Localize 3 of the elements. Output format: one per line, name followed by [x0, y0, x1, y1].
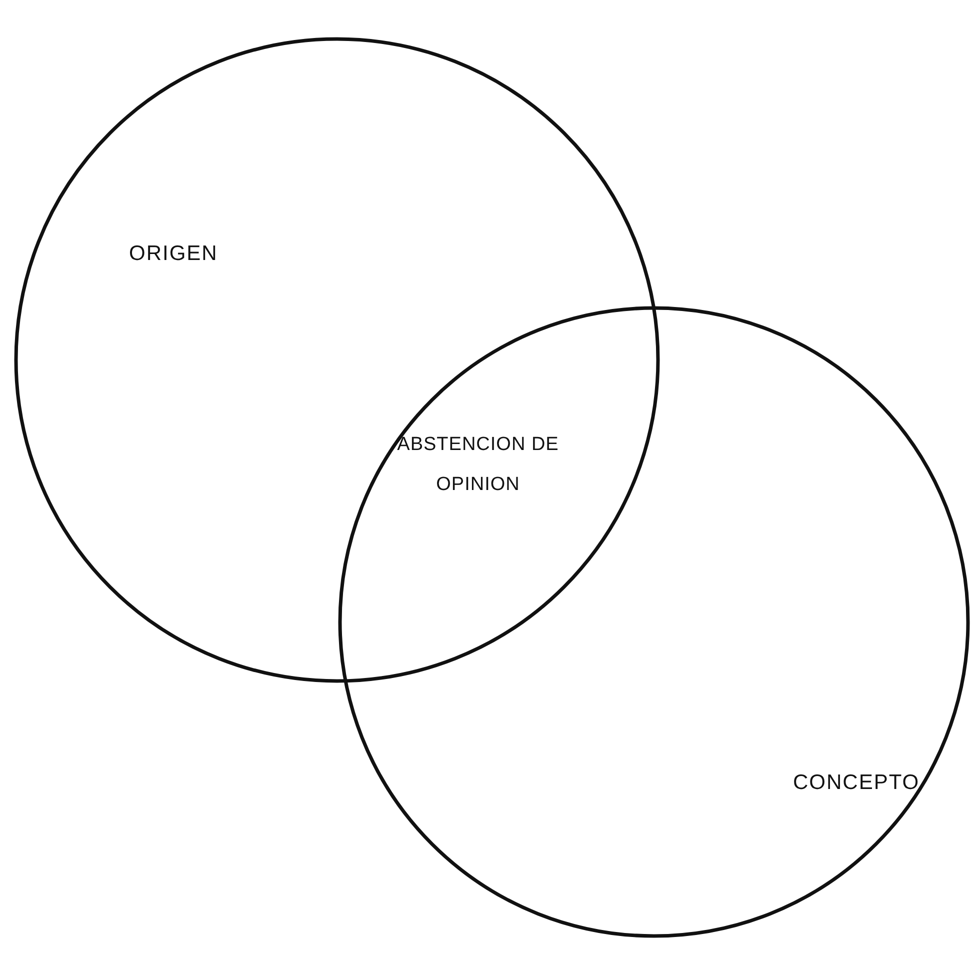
- set-label: CONCEPTO: [793, 771, 920, 795]
- intersection-label: ABSTENCION DE OPINION: [396, 433, 560, 497]
- set-label: ORIGEN: [129, 242, 218, 266]
